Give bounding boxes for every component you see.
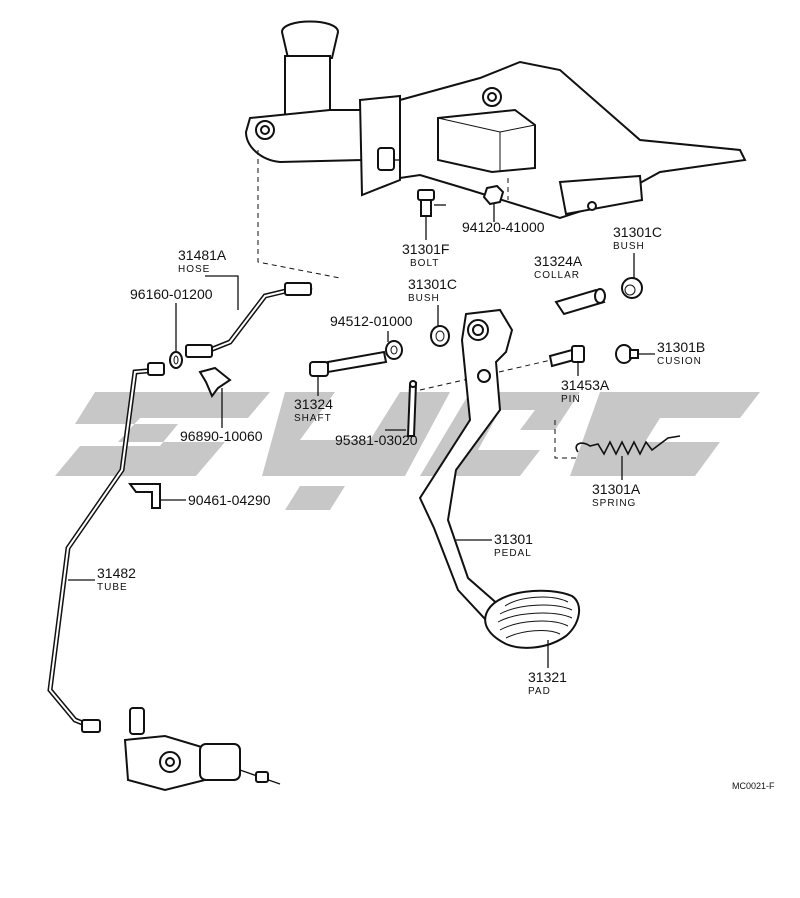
- part-number-nut-top: 94120-41000: [462, 219, 545, 235]
- part-name-spring: SPRING: [592, 498, 636, 509]
- part-name-shaft: SHAFT: [294, 413, 332, 424]
- part-name-bush-right: BUSH: [613, 241, 645, 252]
- part-number-cushion: 31301B: [657, 339, 705, 355]
- part-number-tube: 31482: [97, 565, 136, 581]
- pin-31453A: [548, 345, 585, 368]
- part-number-collar: 31324A: [534, 253, 583, 269]
- nut-94120-41000: [482, 184, 505, 222]
- part-number-shaft: 31324: [294, 396, 333, 412]
- bolt-31301F: [417, 189, 446, 240]
- part-number-pad: 31321: [528, 669, 567, 685]
- clip-96890-10060: [198, 366, 232, 398]
- part-number-pedal: 31301: [494, 531, 533, 547]
- release-cylinder: [123, 707, 281, 792]
- pad-31321: [484, 589, 581, 649]
- bush-31301C-middle: [430, 325, 450, 347]
- pedal-31301: [418, 308, 514, 622]
- part-number-cotter-pin: 95381-03020: [335, 432, 418, 448]
- cushion-31301B: [615, 344, 639, 364]
- bush-31301C-right: [621, 277, 643, 299]
- part-name-bush-mid: BUSH: [408, 293, 440, 304]
- nut-94512-01000: [385, 340, 403, 360]
- reference-line-pin: [554, 420, 578, 459]
- part-name-bolt: BOLT: [410, 258, 439, 269]
- reference-line-cylinder: [257, 150, 341, 279]
- part-number-bush-right: 31301C: [613, 224, 662, 240]
- diagram-reference-code: MC0021-F: [732, 781, 775, 791]
- part-name-pin: PIN: [561, 394, 581, 405]
- part-name-tube: TUBE: [97, 582, 128, 593]
- part-number-hose: 31481A: [178, 247, 227, 263]
- part-number-pin: 31453A: [561, 377, 610, 393]
- part-number-bolt: 31301F: [402, 241, 449, 257]
- reference-line-pedal-pin: [419, 357, 561, 391]
- part-number-spring: 31301A: [592, 481, 641, 497]
- leader-hose: [205, 275, 239, 310]
- shaft-31324: [309, 350, 388, 377]
- part-name-pad: PAD: [528, 686, 551, 697]
- part-name-cushion: CUSION: [657, 356, 702, 367]
- part-name-collar: COLLAR: [534, 270, 580, 281]
- part-number-clip: 96890-10060: [180, 428, 263, 444]
- part-number-union-bolt: 96160-01200: [130, 286, 213, 302]
- spring-31301A: [575, 435, 681, 456]
- part-name-hose: HOSE: [178, 264, 210, 275]
- tube-31482: [47, 362, 165, 733]
- master-cylinder-bracket-assembly: [244, 20, 747, 220]
- cotter-pin-95381-03020: [406, 380, 418, 437]
- part-number-nut-shaft: 94512-01000: [330, 313, 413, 329]
- part-number-bush-mid: 31301C: [408, 276, 457, 292]
- collar-31324A: [554, 288, 606, 316]
- hose-31481A: [185, 282, 313, 358]
- part-name-pedal: PEDAL: [494, 548, 532, 559]
- gasket-96160-01200: [169, 351, 183, 369]
- bracket-90461-04290: [128, 483, 161, 509]
- part-number-bracket: 90461-04290: [188, 492, 271, 508]
